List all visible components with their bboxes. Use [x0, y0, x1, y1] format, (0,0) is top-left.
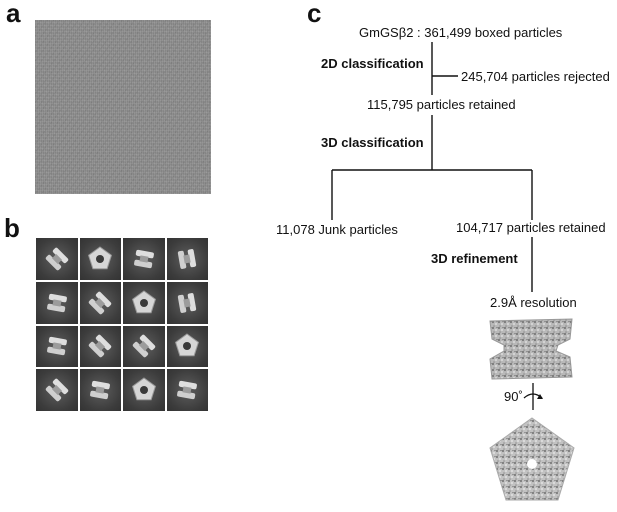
- class-average-side: [123, 325, 165, 368]
- class-average-side: [36, 238, 78, 280]
- class-average-side-h: [166, 369, 208, 411]
- rejected-particles-label: 245,704 particles rejected: [461, 69, 610, 84]
- class-average-top: [166, 325, 208, 368]
- step-3d-classification: 3D classification: [321, 135, 424, 150]
- cryo-em-micrograph: [35, 20, 211, 194]
- panel-label-c: c: [307, 0, 322, 28]
- class-average-side-h: [123, 238, 165, 280]
- class-average-grid: [36, 238, 208, 411]
- class-average-side-h: [36, 281, 78, 324]
- class-average-side-v: [166, 238, 208, 280]
- class-average-side-v: [166, 281, 208, 324]
- class-average-side: [79, 325, 121, 368]
- panel-label-a: a: [6, 0, 21, 28]
- rotation-label: 90˚: [504, 389, 523, 404]
- class-average-side: [36, 369, 78, 411]
- retained-particles-label-1: 115,795 particles retained: [367, 97, 516, 112]
- junk-particles-label: 11,078 Junk particles: [276, 222, 398, 237]
- density-map-top-view: [489, 417, 575, 501]
- class-average-top: [79, 238, 121, 280]
- class-average-top: [123, 281, 165, 324]
- class-average-top: [123, 369, 165, 411]
- class-average-side-h: [79, 369, 121, 411]
- density-map-side-view: [489, 318, 573, 380]
- class-average-side: [79, 281, 121, 324]
- boxed-particles-label: GmGSβ2 : 361,499 boxed particles: [359, 25, 563, 40]
- step-3d-refinement: 3D refinement: [431, 251, 518, 266]
- retained-particles-label-2: 104,717 particles retained: [456, 220, 606, 235]
- class-average-side-h: [36, 325, 78, 368]
- resolution-label: 2.9Å resolution: [490, 295, 577, 310]
- step-2d-classification: 2D classification: [321, 56, 424, 71]
- panel-label-b: b: [4, 213, 20, 243]
